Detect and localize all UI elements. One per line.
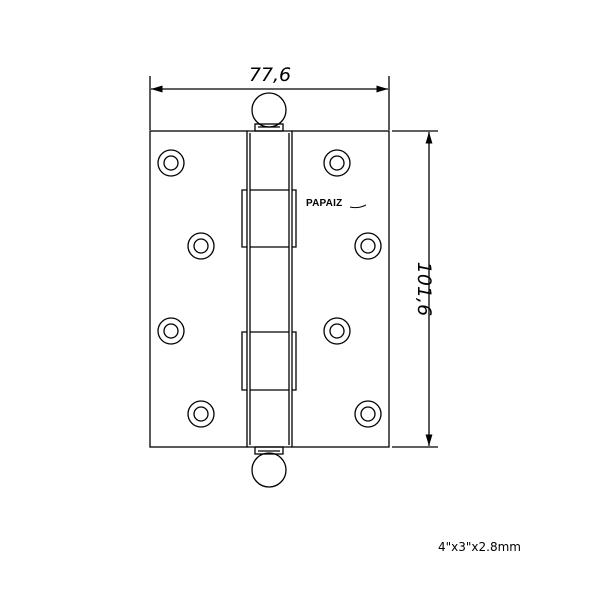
height-dimension-label: 101,6 xyxy=(413,262,435,316)
hinge-knuckle-barrel xyxy=(241,130,297,448)
height-dimension-line xyxy=(392,130,438,448)
width-dimension-label: 77,6 xyxy=(249,64,291,86)
screw-hole xyxy=(323,149,351,177)
left-hinge-leaf xyxy=(149,130,248,448)
brand-logo: PAPAIZ xyxy=(306,198,342,209)
screw-hole xyxy=(157,317,185,345)
screw-hole xyxy=(354,400,382,428)
screw-hole xyxy=(187,400,215,428)
screw-holes xyxy=(157,149,382,428)
top-ball-finial xyxy=(251,92,287,132)
screw-hole xyxy=(157,149,185,177)
screw-hole xyxy=(354,232,382,260)
screw-hole xyxy=(323,317,351,345)
screw-hole xyxy=(187,232,215,260)
width-dimension-line xyxy=(149,76,390,130)
brand-swoosh xyxy=(349,204,367,209)
spec-caption: 4"x3"x2.8mm xyxy=(438,540,521,554)
right-hinge-leaf xyxy=(291,130,390,448)
bottom-ball-finial xyxy=(251,446,287,488)
